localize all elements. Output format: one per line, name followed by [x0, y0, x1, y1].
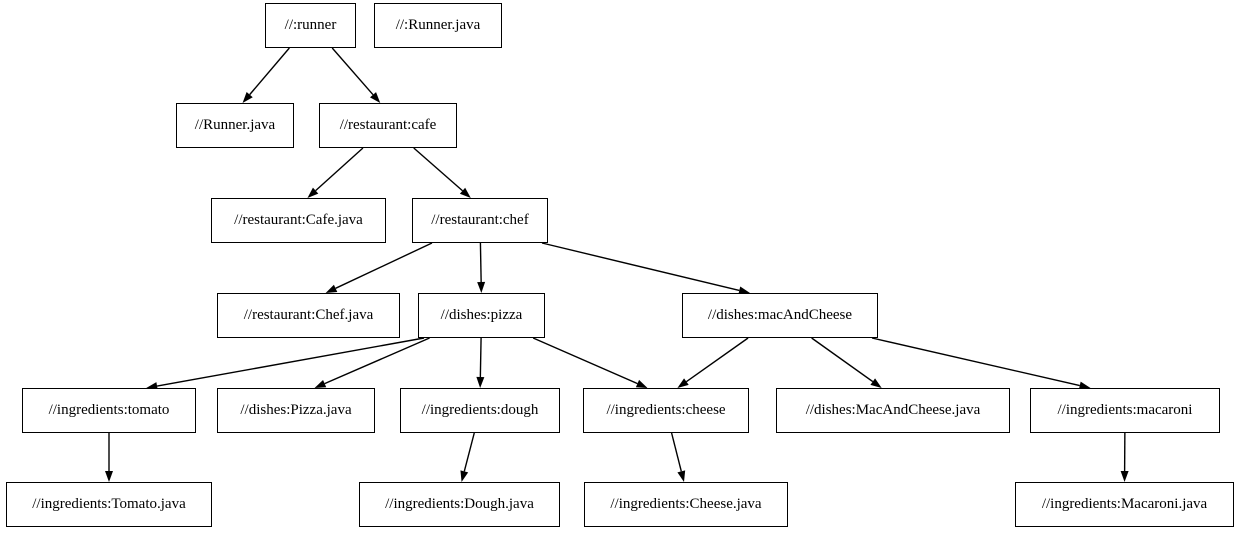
graph-node-label: //:runner — [284, 17, 337, 33]
graph-node-label: //dishes:Pizza.java — [240, 402, 352, 418]
graph-node-label: //dishes:pizza — [440, 307, 523, 323]
graph-node-label: //Runner.java — [194, 117, 276, 133]
graph-node-label: //ingredients:Tomato.java — [32, 496, 186, 512]
graph-node-runner_java_root[interactable]: //:Runner.java — [374, 3, 502, 48]
graph-node-cheese_java[interactable]: //ingredients:Cheese.java — [584, 482, 788, 527]
graph-node-label: //restaurant:chef — [431, 212, 529, 228]
graph-node-label: //:Runner.java — [395, 17, 481, 33]
graph-node-runner_java[interactable]: //Runner.java — [176, 103, 294, 148]
graph-node-ing_dough[interactable]: //ingredients:dough — [400, 388, 560, 433]
graph-node-tomato_java[interactable]: //ingredients:Tomato.java — [6, 482, 212, 527]
graph-node-macaroni_java[interactable]: //ingredients:Macaroni.java — [1015, 482, 1234, 527]
graph-node-dough_java[interactable]: //ingredients:Dough.java — [359, 482, 560, 527]
graph-node-label: //restaurant:Chef.java — [243, 307, 374, 323]
graph-node-dishes_mac[interactable]: //dishes:macAndCheese — [682, 293, 878, 338]
graph-node-ing_cheese[interactable]: //ingredients:cheese — [583, 388, 749, 433]
graph-node-label: //ingredients:cheese — [606, 402, 726, 418]
graph-node-label: //restaurant:Cafe.java — [234, 212, 363, 228]
graph-node-mac_java[interactable]: //dishes:MacAndCheese.java — [776, 388, 1010, 433]
graph-node-label: //dishes:MacAndCheese.java — [805, 402, 981, 418]
graph-node-runner[interactable]: //:runner — [265, 3, 356, 48]
graph-node-restaurant_chef[interactable]: //restaurant:chef — [412, 198, 548, 243]
graph-node-label: //ingredients:tomato — [48, 402, 170, 418]
graph-node-ing_tomato[interactable]: //ingredients:tomato — [22, 388, 196, 433]
graph-node-ing_macaroni[interactable]: //ingredients:macaroni — [1030, 388, 1220, 433]
graph-node-dishes_pizza[interactable]: //dishes:pizza — [418, 293, 545, 338]
graph-node-label: //ingredients:macaroni — [1057, 402, 1193, 418]
graph-node-pizza_java[interactable]: //dishes:Pizza.java — [217, 388, 375, 433]
graph-node-label: //ingredients:Dough.java — [385, 496, 534, 512]
graph-node-cafe_java[interactable]: //restaurant:Cafe.java — [211, 198, 386, 243]
graph-node-label: //restaurant:cafe — [339, 117, 437, 133]
graph-node-label: //ingredients:Macaroni.java — [1041, 496, 1208, 512]
graph-node-restaurant_cafe[interactable]: //restaurant:cafe — [319, 103, 457, 148]
graph-node-chef_java[interactable]: //restaurant:Chef.java — [217, 293, 400, 338]
graph-node-label: //dishes:macAndCheese — [707, 307, 853, 323]
graph-node-label: //ingredients:Cheese.java — [610, 496, 762, 512]
graph-node-label: //ingredients:dough — [421, 402, 539, 418]
